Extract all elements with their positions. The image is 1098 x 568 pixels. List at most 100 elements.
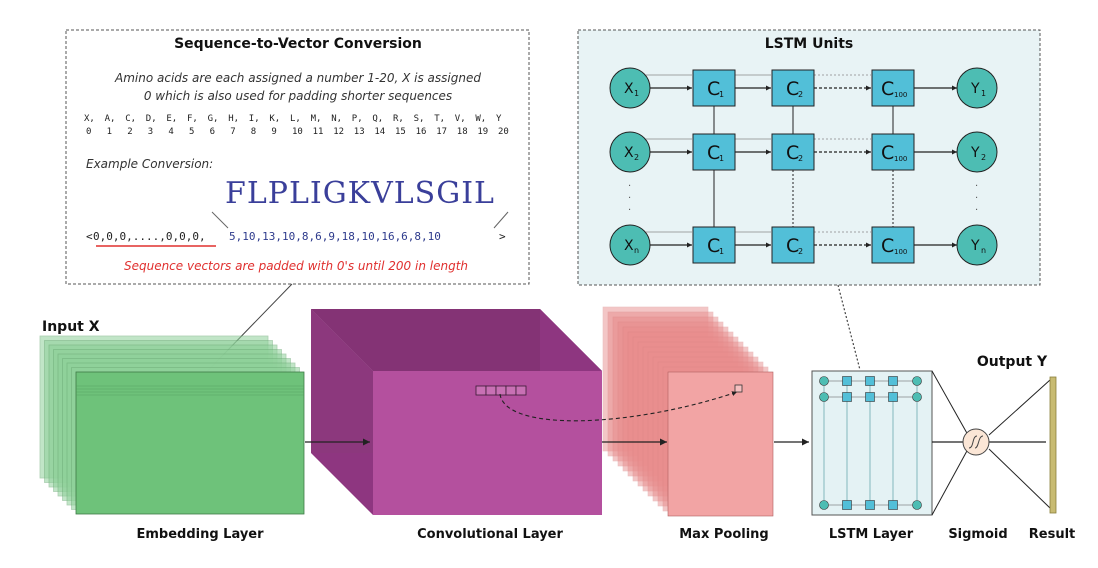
lstm-output-label: Y (970, 238, 980, 254)
lstm-input-label: X (624, 238, 634, 254)
lstm-ellipsis-dot: . (975, 190, 978, 201)
lstm-layer-node (912, 392, 922, 402)
lstm-output-subscript: n (981, 246, 986, 255)
lstm-layer-node (819, 376, 829, 386)
amino-acid-letter: Q, (372, 114, 383, 124)
amino-acid-number: 13 (354, 127, 365, 137)
lstm-cell-label: C (881, 78, 894, 100)
conv-kernel-cell (475, 385, 487, 396)
lstm-cell-label: C (881, 235, 894, 257)
amino-acid-letter: G, (208, 114, 219, 124)
lstm-layer-cell (888, 500, 898, 510)
result-label: Result (1029, 527, 1076, 542)
embedding-front-layer (75, 371, 305, 515)
lstm-layer-cell (865, 392, 875, 402)
lstm-layer-cell (842, 392, 852, 402)
lstm-layer-cell (842, 500, 852, 510)
fan-bottom-right (988, 448, 1051, 509)
conv-kernel-cell (505, 385, 517, 396)
amino-acid-number: 2 (127, 127, 132, 137)
pool-front-layer (667, 371, 774, 517)
lstm-ellipsis-dot: . (628, 190, 631, 201)
amino-acid-number: 20 (498, 127, 509, 137)
lstm-cell (871, 226, 915, 264)
amino-acid-letter: V, (455, 114, 466, 124)
vector-encoded-values: 5,10,13,10,8,6,9,18,10,16,6,8,10 (229, 230, 441, 243)
lstm-cell-label: C (786, 78, 799, 100)
lstm-layer-node (819, 500, 829, 510)
lstm-layer-cell (865, 500, 875, 510)
example-conversion-label: Example Conversion: (86, 157, 213, 171)
vector-close-bracket: > (499, 230, 506, 243)
amino-acid-number: 17 (436, 127, 447, 137)
lstm-ellipsis-dot: . (628, 178, 631, 189)
amino-acid-number: 4 (168, 127, 173, 137)
lstm-output-label: Y (970, 145, 980, 161)
lstm-layer-node (912, 500, 922, 510)
amino-acid-number: 14 (374, 127, 385, 137)
vector-padding-zeros: 0,0,0,....,0,0,0, (93, 230, 206, 243)
sigmoid-label: Sigmoid (948, 527, 1007, 542)
sequence-end-connector (493, 211, 509, 229)
amino-acid-letter: I, (249, 114, 260, 124)
amino-acid-letter: W, (475, 114, 486, 124)
amino-acid-number: 18 (457, 127, 468, 137)
amino-acid-letter: S, (414, 114, 425, 124)
lstm-ellipsis-dot: . (975, 178, 978, 189)
amino-acid-letter: Y (496, 114, 502, 124)
lstm-input-node (609, 67, 651, 109)
amino-acid-letter: H, (228, 114, 239, 124)
lstm-cell-subscript: 1 (719, 154, 724, 163)
sequence-start-connector (211, 211, 229, 229)
amino-acid-number: 7 (230, 127, 235, 137)
output-block: Output Y (931, 354, 1057, 516)
amino-acid-number: 3 (148, 127, 153, 137)
max-pooling-stack (602, 306, 774, 517)
lstm-input-node (609, 224, 651, 266)
lstm-input-subscript: n (634, 246, 639, 255)
lstm-cell-label: C (786, 142, 799, 164)
lstm-layer-node (819, 392, 829, 402)
lstm-cell-subscript: 2 (798, 154, 803, 163)
lstm-cell-label: C (707, 78, 720, 100)
embedding-layer-stack (39, 335, 305, 515)
lstm-cell (871, 133, 915, 171)
lstm-cell-label: C (707, 142, 720, 164)
padding-note: Sequence vectors are padded with 0's unt… (124, 259, 468, 273)
lstm-output-subscript: 2 (981, 153, 986, 162)
lstm-cell-subscript: 1 (719, 247, 724, 256)
lstm-cell-subscript: 100 (894, 155, 907, 163)
amino-acid-number: 12 (333, 127, 344, 137)
lstm-cell (871, 69, 915, 107)
amino-acid-letter: N, (331, 114, 342, 124)
embedding-layer-label: Embedding Layer (136, 527, 264, 542)
input-x-label: Input X (42, 319, 100, 335)
convolutional-layer-label: Convolutional Layer (417, 527, 563, 542)
lstm-output-node (956, 131, 998, 173)
amino-acid-letter: E, (166, 114, 177, 124)
sequence-to-vector-panel: Sequence-to-Vector Conversion Amino acid… (65, 29, 530, 285)
lstm-input-label: X (624, 81, 634, 97)
lstm-input-node (609, 131, 651, 173)
sequence-description-line-1: Amino acids are each assigned a number 1… (114, 71, 481, 85)
lstm-cell-subscript: 1 (719, 90, 724, 99)
kernel-to-pool-curve (499, 391, 738, 422)
lstm-cell (692, 69, 736, 107)
output-y-label: Output Y (977, 354, 1048, 370)
vector-open-bracket: < (86, 230, 93, 243)
amino-acid-letter: F, (187, 114, 198, 124)
lstm-cell (771, 133, 815, 171)
lstm-input-label: X (624, 145, 634, 161)
lstm-cell-label: C (707, 235, 720, 257)
fan-top-right (988, 379, 1051, 436)
lstm-input-subscript: 2 (634, 153, 639, 162)
lstm-panel-title: LSTM Units (765, 36, 854, 52)
lstm-output-label: Y (970, 81, 980, 97)
lstm-layer-cell (888, 392, 898, 402)
conv-kernel-cell (515, 385, 527, 396)
max-pooling-label: Max Pooling (679, 527, 768, 542)
conv-kernel-cell (495, 385, 507, 396)
amino-acid-number: 16 (416, 127, 427, 137)
